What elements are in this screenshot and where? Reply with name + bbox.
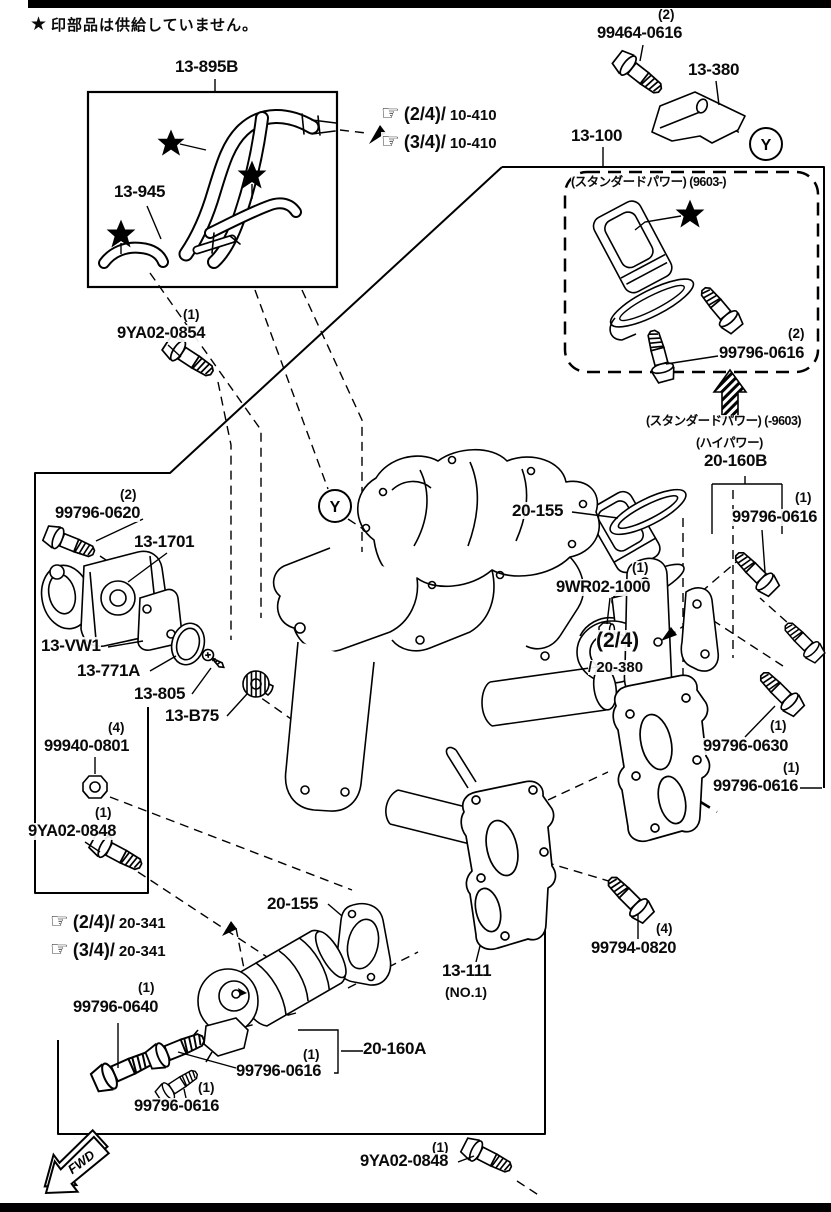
leader-lines	[84, 44, 822, 1163]
qty-99796-0616-std: (2)	[788, 326, 805, 341]
arrowheads	[222, 125, 677, 996]
ref-number: 20-341	[118, 943, 166, 960]
bracket-13-380	[651, 91, 746, 144]
ref-section: (3/4)/	[403, 132, 446, 152]
qty-99796-0616-b2: (1)	[198, 1080, 215, 1095]
bolt-drawing	[641, 327, 678, 385]
label-13-100: 13-100	[571, 126, 623, 145]
label-99796-0616-b2: 99796-0616	[134, 1097, 220, 1115]
ref-10-410-a: ☞ (2/4)/ 10-410	[381, 102, 497, 125]
bolt-drawing	[753, 665, 808, 720]
label-20-155-top: 20-155	[512, 501, 564, 520]
supply-note: ★ 印部品は供給していません。	[30, 13, 258, 36]
bolt-drawing	[694, 281, 747, 337]
label-standard-power-9603: (スタンダードパワー) (9603-)	[571, 175, 727, 189]
gaskets-13-111	[460, 674, 711, 951]
assembly-boundary	[34, 166, 825, 1135]
label-13-771A: 13-771A	[77, 661, 141, 680]
label-13-380: 13-380	[688, 60, 740, 79]
star-icon: ★	[30, 14, 48, 35]
label-13-111: 13-111	[442, 961, 492, 980]
label-99796-0620: 99796-0620	[55, 504, 141, 522]
pointing-hand-icon: ☞	[381, 102, 400, 125]
supply-note-text: 印部品は供給していません。	[51, 17, 259, 34]
hatched-arrow-icon	[712, 368, 748, 419]
label-standard-power-pre9603: (スタンダードパワー) (-9603)	[646, 414, 802, 428]
bolt-drawing	[40, 522, 99, 564]
ref-number: 10-410	[449, 135, 497, 152]
qty-9WR02-1000: (1)	[632, 560, 649, 575]
gasket-20-155-top	[609, 488, 687, 536]
hose-box-13-895B	[86, 90, 339, 289]
ref-section: (3/4)/	[72, 940, 115, 960]
label-9WR02-1000: 9WR02-1000	[556, 578, 651, 596]
qty-99464-0616: (2)	[658, 7, 675, 22]
nut-drawing	[82, 775, 108, 799]
qty-99796-0616-r2: (1)	[783, 760, 800, 775]
fwd-arrow-icon: FWD	[43, 1128, 111, 1195]
y-detail-markers: Y Y	[318, 127, 783, 523]
pointing-hand-icon: ☞	[381, 130, 400, 153]
pointing-hand-icon: ☞	[50, 938, 69, 961]
pointing-hand-icon: ☞	[50, 910, 69, 933]
ref-20-380-number: / 20-380	[588, 659, 644, 676]
label-99796-0616-std: 99796-0616	[719, 344, 805, 362]
label-13-945: 13-945	[114, 182, 166, 201]
qty-99796-0620: (2)	[120, 487, 137, 502]
gasket-20-155-bottom	[335, 902, 392, 986]
qty-9YA02-0854: (1)	[183, 307, 200, 322]
ref-20-341-b: ☞ (3/4)/ 20-341	[50, 938, 166, 961]
label-99796-0616-r1: 99796-0616	[732, 508, 818, 526]
label-20-155-bottom: 20-155	[267, 894, 319, 913]
ref-10-410-b: ☞ (3/4)/ 10-410	[381, 130, 497, 153]
qty-99796-0616-b1: (1)	[303, 1047, 320, 1062]
qty-99940-0801: (4)	[108, 720, 125, 735]
label-99796-0616-r2: 99796-0616	[713, 777, 799, 795]
ref-20-380-section: (2/4)	[596, 629, 640, 652]
label-9YA02-0848-left: 9YA02-0848	[28, 822, 117, 840]
throttle-body-20-160A	[187, 929, 347, 1063]
label-13-B75: 13-B75	[165, 706, 219, 725]
y-marker-label: Y	[330, 499, 341, 516]
ref-20-341-a: ☞ (2/4)/ 20-341	[50, 910, 166, 933]
label-9YA02-0848-bottom: 9YA02-0848	[360, 1152, 449, 1170]
label-99796-0640: 99796-0640	[73, 998, 159, 1016]
manifold-drawing	[272, 449, 673, 846]
bolt-drawing	[601, 870, 658, 927]
label-99796-0616-b1: 99796-0616	[236, 1062, 322, 1080]
ref-section: (2/4)/	[72, 912, 115, 932]
label-13-111-no1: (NO.1)	[445, 984, 487, 1000]
label-9YA02-0854: 9YA02-0854	[117, 324, 206, 342]
label-99464-0616: 99464-0616	[597, 24, 683, 42]
label-99794-0820: 99794-0820	[591, 939, 677, 957]
label-20-160A: 20-160A	[363, 1039, 427, 1058]
throttle-body-13-1701	[40, 550, 274, 698]
ref-number: 10-410	[449, 107, 497, 124]
y-marker-label: Y	[761, 137, 772, 154]
label-13-805: 13-805	[134, 684, 186, 703]
label-13-VW1: 13-VW1	[41, 636, 101, 655]
standard-power-box	[563, 170, 820, 374]
qty-99794-0820: (4)	[656, 921, 673, 936]
qty-99796-0640: (1)	[138, 980, 155, 995]
label-99796-0630: 99796-0630	[703, 737, 789, 755]
qty-9YA02-0848-bottom: (1)	[432, 1140, 449, 1155]
qty-99796-0616-r1: (1)	[795, 490, 812, 505]
bolt-drawing	[458, 1134, 517, 1180]
bolt-drawing	[609, 47, 668, 101]
label-13-895B: 13-895B	[175, 57, 239, 76]
bolt-drawing	[143, 1026, 209, 1074]
qty-9YA02-0848-left: (1)	[95, 805, 112, 820]
label-high-power: (ハイパワー)	[696, 436, 763, 450]
ref-section: (2/4)/	[403, 104, 446, 124]
label-99940-0801: 99940-0801	[44, 737, 130, 755]
label-20-160B: 20-160B	[704, 451, 768, 470]
qty-99796-0630: (1)	[770, 718, 787, 733]
label-13-1701: 13-1701	[134, 532, 195, 551]
ref-number: 20-341	[118, 915, 166, 932]
bolt-drawing	[728, 545, 783, 600]
bolt-drawing	[778, 616, 828, 666]
